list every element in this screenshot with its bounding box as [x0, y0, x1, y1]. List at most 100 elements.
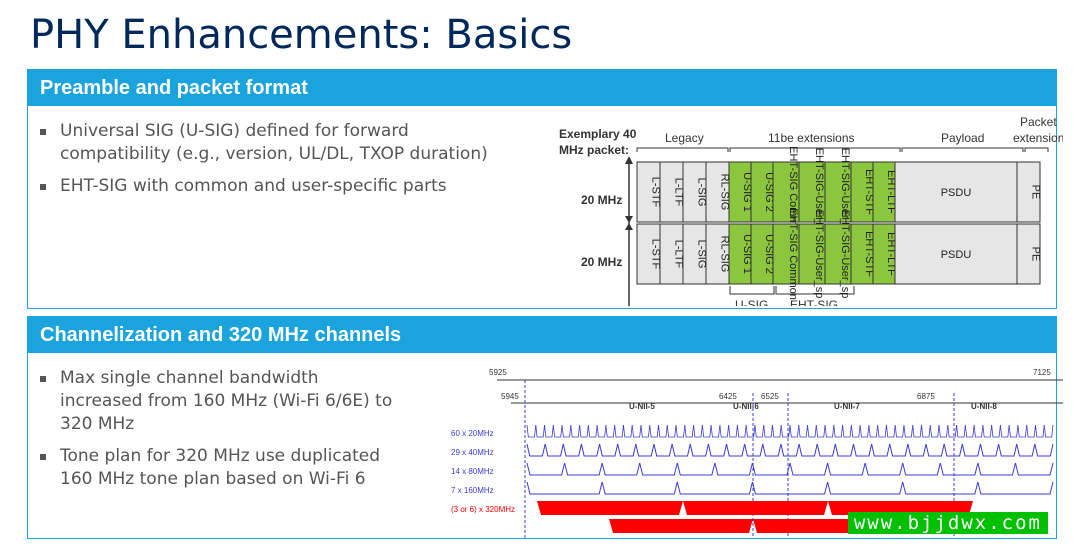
- packet-field-label: L-STF: [650, 177, 662, 208]
- packet-field-label: PSDU: [941, 249, 972, 261]
- channel-mark: [744, 443, 764, 457]
- channel-320-block: [537, 501, 683, 515]
- channel-mark: [754, 424, 765, 438]
- packet-field-label: EHT-STF: [863, 169, 875, 215]
- channel-mark: [1000, 424, 1010, 438]
- packet-field-box: [772, 161, 800, 223]
- row-label: 14 x 80MHz: [451, 467, 494, 476]
- packet-field-label: L-SIG: [696, 240, 708, 269]
- band-label: U-NII-5: [629, 402, 655, 411]
- channel-mark: [671, 443, 691, 457]
- watermark: www.bjjdwx.com: [847, 512, 1048, 534]
- row-label-320: (3 or 6) x 320MHz: [451, 505, 515, 514]
- channel-mark: [816, 443, 836, 457]
- freq-label: 6425: [719, 392, 737, 401]
- channel-mark: [562, 443, 582, 457]
- channel-mark: [762, 443, 782, 457]
- channel-mark: [726, 443, 746, 457]
- channel-mark: [979, 443, 1000, 457]
- channel-mark: [544, 424, 554, 438]
- channel-mark: [798, 424, 808, 438]
- exemplary-label-2: MHz packet:: [559, 143, 629, 157]
- page-title: PHY Enhancements: Basics: [30, 12, 573, 58]
- channel-mark: [535, 424, 545, 438]
- channel-mark: [961, 443, 981, 457]
- channel-mark: [824, 424, 835, 438]
- channel-mark: [1043, 424, 1054, 438]
- packet-field-label: EHT-SIG-User_sp: [813, 210, 825, 299]
- channel-mark: [929, 424, 940, 438]
- row-label: 29 x 40MHz: [451, 448, 494, 457]
- packet-field-label: EHT-SIG-User_sp: [839, 148, 851, 237]
- channel-mark: [707, 443, 728, 457]
- packet-field-label: L-LTF: [673, 240, 685, 269]
- freq-label: 5945: [501, 392, 519, 401]
- packet-field-box: [894, 161, 1018, 223]
- payload-bracket: [901, 147, 1024, 152]
- packet-format-diagram: Exemplary 40 MHz packet: Legacy 11be ext…: [559, 115, 1063, 306]
- packet-field-label: PE: [1030, 185, 1042, 200]
- packet-field-label: EHT-LTF: [885, 170, 897, 214]
- channel-mark: [605, 424, 616, 438]
- packet-extension-label-2: extension: [1013, 131, 1063, 145]
- band-label: U-NII-6: [733, 402, 759, 411]
- channel-mark: [640, 424, 651, 438]
- bullet-item: Max single channel bandwidth increased f…: [40, 367, 400, 436]
- channel-mark: [763, 424, 773, 438]
- freq-label: 7125: [1033, 368, 1051, 377]
- channel-320-block: [683, 501, 828, 515]
- freq-label: 6525: [761, 392, 779, 401]
- packet-field-box: [894, 223, 1018, 285]
- bullet-item: EHT-SIG with common and user-specific pa…: [40, 175, 510, 198]
- channel-320-block: [609, 519, 753, 533]
- channel-mark: [772, 424, 782, 438]
- row-label-20mhz: 20 MHz: [581, 193, 622, 207]
- channel-mark: [956, 424, 966, 438]
- channel-320-block: [828, 501, 973, 515]
- bullet-item: Tone plan for 320 MHz use duplicated 160…: [40, 445, 400, 491]
- packet-field-label: U-SIG 1: [741, 234, 753, 274]
- channel-mark: [833, 424, 843, 438]
- channel-mark: [973, 424, 984, 438]
- channel-mark: [552, 424, 563, 438]
- channel-mark: [745, 424, 756, 438]
- channel-mark: [977, 462, 1016, 476]
- usig-bracket: [729, 286, 775, 295]
- row-label-20mhz: 20 MHz: [581, 255, 622, 269]
- band-label: U-NII-8: [971, 402, 997, 411]
- channel-mark: [798, 443, 818, 457]
- channel-mark: [710, 424, 721, 438]
- channel-mark: [580, 443, 601, 457]
- packet-field-label: U-SIG 2: [763, 234, 775, 274]
- channelization-panel-heading: Channelization and 320 MHz channels: [28, 317, 1056, 353]
- channel-mark: [939, 462, 979, 476]
- channel-mark: [676, 462, 716, 476]
- arrow-head: [625, 156, 633, 164]
- packet-field-label: EHT-SIG Common: [787, 146, 799, 238]
- packet-field-label: L-SIG: [696, 178, 708, 207]
- arrow-head: [625, 216, 633, 223]
- freq-label: 5925: [489, 368, 507, 377]
- channel-mark: [1026, 424, 1036, 438]
- preamble-bullets: Universal SIG (U-SIG) defined for forwar…: [40, 120, 510, 207]
- packet-field-label: EHT-SIG-User_sp: [813, 148, 825, 237]
- arrow-head: [625, 223, 633, 230]
- channel-mark: [903, 424, 914, 438]
- channel-mark: [649, 424, 659, 438]
- channel-mark: [666, 424, 677, 438]
- channel-mark: [653, 443, 673, 457]
- channel-mark: [617, 443, 637, 457]
- channel-mark: [1034, 443, 1054, 457]
- packet-field-label: RL-SIG: [719, 236, 731, 273]
- channel-mark: [834, 443, 854, 457]
- packet-field-box: [798, 223, 826, 285]
- packet-field-label: EHT-SIG Common: [787, 208, 799, 300]
- packet-field-label: L-LTF: [673, 178, 685, 207]
- channel-mark: [689, 443, 709, 457]
- packet-field-label: U-SIG 1: [741, 172, 753, 212]
- channel-mark: [889, 443, 909, 457]
- channel-mark: [684, 424, 694, 438]
- channel-mark: [894, 424, 905, 438]
- channel-mark: [938, 424, 949, 438]
- packet-field-box: [772, 223, 800, 285]
